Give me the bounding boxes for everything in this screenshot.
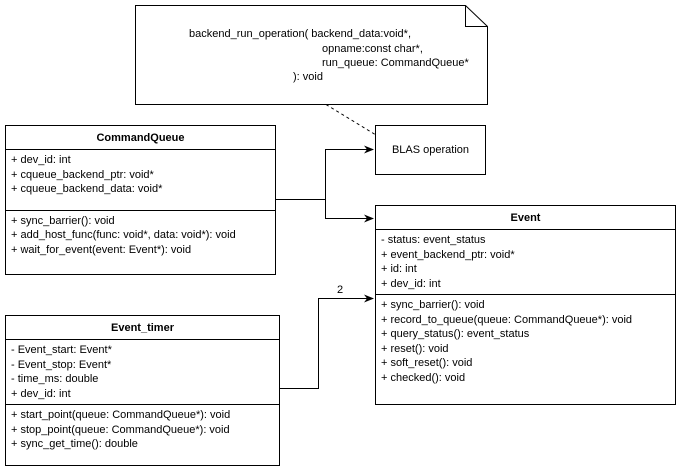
method: + query_status(): event_status [381,328,530,340]
class-title: CommandQueue [6,126,275,150]
attribute: - time_ms: double [11,373,99,385]
commandqueue-to-blas-arrow [276,145,374,200]
method: + record_to_queue(queue: CommandQueue*):… [381,313,633,326]
class-divider [6,209,275,211]
note-shape [135,5,488,105]
event-timer-class[interactable]: Event_timer - Event_start: Event* - Even… [5,315,280,466]
attribute: + event_backend_ptr: void* [381,248,515,261]
class-methods: + start_point(queue: CommandQueue*): voi… [6,405,279,455]
commandqueue-class[interactable]: CommandQueue + dev_id: int + cqueue_back… [5,125,276,275]
method: + checked(): void [381,371,466,384]
method: + sync_barrier(): void [11,214,115,227]
method: + reset(): void [381,342,449,355]
class-attributes: - Event_start: Event* - Event_stop: Even… [6,340,279,404]
class-title: Event_timer [6,316,279,340]
event-timer-to-event-arrow [280,294,374,389]
attribute: - status: event_status [381,234,486,246]
note-line: opname:const char*, [322,43,423,55]
class-attributes: - status: event_status + event_backend_p… [376,230,675,294]
class-methods: + sync_barrier(): void + add_host_func(f… [6,211,275,261]
blas-operation-label: BLAS operation [391,144,470,156]
class-divider [376,294,675,295]
note-line: ): void [293,71,323,83]
note-fold [465,5,488,27]
attribute: + dev_id: int [11,154,71,166]
attribute: - Event_stop: Event* [11,358,112,371]
commandqueue-to-event-arrow [276,199,374,223]
class-methods: + sync_barrier(): void + record_to_queue… [376,295,675,388]
attribute: + dev_id: int [11,387,71,400]
attribute: + id: int [381,263,417,275]
note-line: backend_run_operation( backend_data:void… [189,28,411,40]
multiplicity-label: 2 [337,284,344,296]
class-attributes: + dev_id: int + cqueue_backend_ptr: void… [6,150,275,200]
attribute: + cqueue_backend_data: void* [11,183,163,195]
method: + wait_for_event(event: Event*): void [11,243,192,256]
attribute: + dev_id: int [381,277,441,290]
event-class[interactable]: Event - status: event_status + event_bac… [375,205,676,405]
attribute: + cqueue_backend_ptr: void* [11,168,154,181]
method: + start_point(queue: CommandQueue*): voi… [11,409,231,421]
blas-operation-box[interactable]: BLAS operation [375,125,486,175]
method: + sync_get_time(): double [11,438,138,450]
note-anchor-line [325,104,377,136]
note-line: run_queue: CommandQueue* [322,57,469,69]
method: + soft_reset(): void [381,357,473,369]
method: + stop_point(queue: CommandQueue*): void [11,423,230,436]
method: + sync_barrier(): void [381,299,485,311]
attribute: - Event_start: Event* [11,344,112,356]
class-divider [6,404,279,405]
method: + add_host_func(func: void*, data: void*… [11,229,236,241]
class-title: Event [376,206,675,230]
